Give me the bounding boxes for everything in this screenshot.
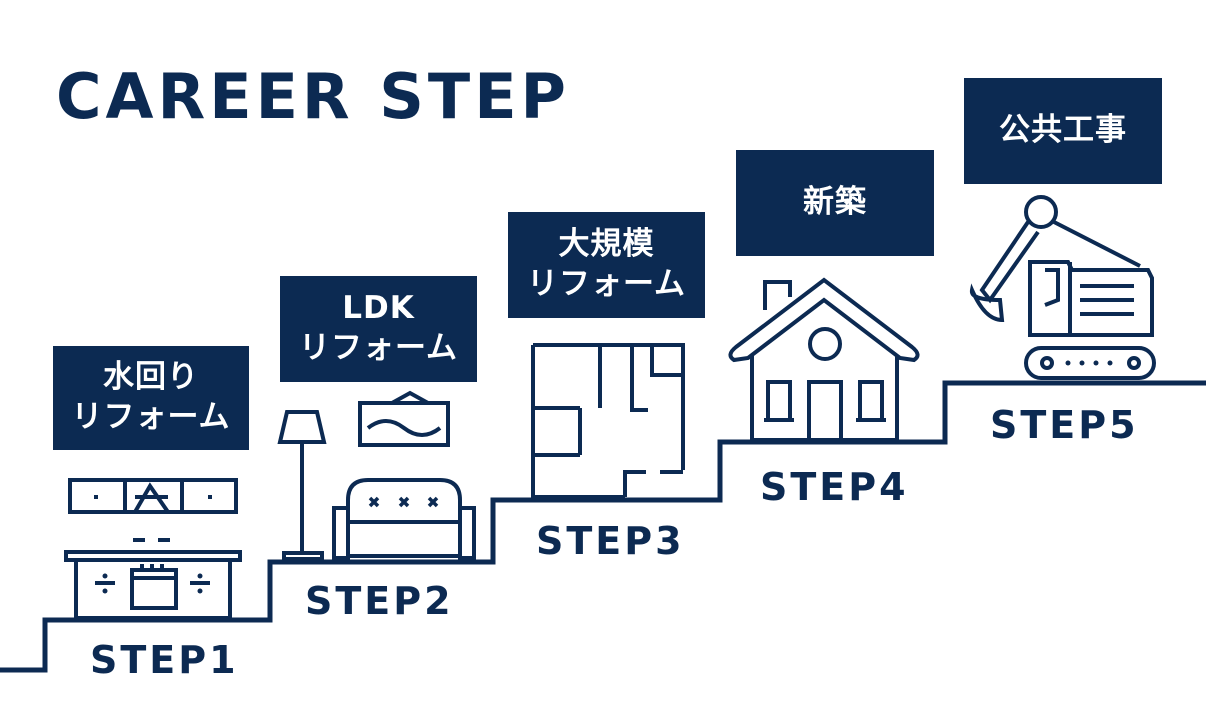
step5-label-box: 公共工事 xyxy=(964,78,1162,184)
step3-label: STEP3 xyxy=(536,519,685,563)
diagram-title: CAREER STEP xyxy=(56,60,570,133)
step2-label-line-1: LDK xyxy=(342,290,415,327)
step2-label-box: LDK リフォーム xyxy=(280,276,477,382)
staircase-line xyxy=(0,380,1206,673)
sofa-tufting xyxy=(368,496,439,508)
floor-plan-icon xyxy=(531,343,685,499)
kitchen-icon xyxy=(64,478,242,620)
step3-label-line-2: リフォーム xyxy=(526,266,687,302)
step2-label-line-2: リフォーム xyxy=(298,330,459,366)
step3-label-box: 大規模 リフォーム xyxy=(508,212,705,318)
step5-label-line-1: 公共工事 xyxy=(999,112,1127,149)
step2-label: STEP2 xyxy=(305,579,454,623)
step1-label-line-2: リフォーム xyxy=(71,399,231,435)
house-icon xyxy=(728,277,920,442)
excavator-track-dots xyxy=(1065,360,1113,366)
step3-label-line-1: 大規模 xyxy=(558,226,655,263)
step4-label: STEP4 xyxy=(760,465,909,509)
excavator-icon xyxy=(969,195,1156,380)
living-room-icon xyxy=(277,390,476,561)
step4-label-box: 新築 xyxy=(736,150,934,256)
step1-label-line-1: 水回り xyxy=(103,359,199,396)
step5-label: STEP5 xyxy=(990,403,1139,447)
kitchen-details xyxy=(94,495,212,594)
step1-label-box: 水回り リフォーム xyxy=(53,346,249,450)
step4-label-line-1: 新築 xyxy=(803,184,867,221)
step1-label: STEP1 xyxy=(90,638,239,682)
